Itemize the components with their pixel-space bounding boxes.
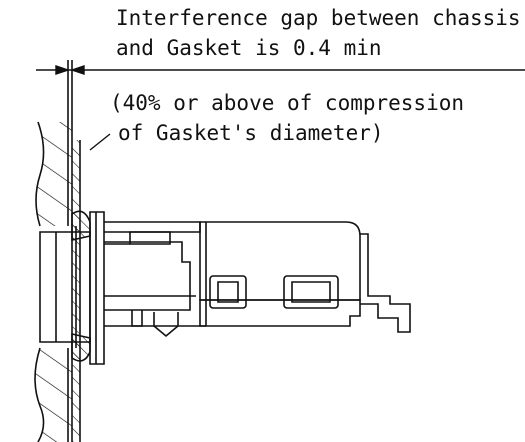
snap-foot — [154, 312, 178, 336]
window-right-inner — [292, 282, 330, 302]
gap-dimension — [36, 65, 525, 150]
compression-note-line-2: of Gasket's diameter) — [118, 121, 384, 145]
connector-windows — [210, 276, 338, 308]
compression-leader — [90, 134, 110, 150]
chassis-break-line — [35, 122, 44, 442]
dimension-arrow-left — [55, 65, 71, 75]
chassis-wall — [35, 60, 80, 442]
gap-note-line-1: Interference gap between chassis — [116, 6, 521, 30]
compression-note-line-1: (40% or above of compression — [110, 91, 465, 115]
window-left-inner — [218, 282, 238, 302]
chassis-section-lower — [35, 348, 72, 442]
front-nose — [40, 232, 90, 342]
dimension-arrow-right — [69, 65, 85, 75]
gasket — [72, 211, 90, 361]
flange — [90, 212, 104, 364]
gasket-upper — [72, 211, 90, 240]
chassis-section-upper — [36, 122, 72, 226]
latch-tab — [130, 232, 170, 244]
gap-note: Interference gap between chassis and Gas… — [116, 3, 521, 63]
compression-note: (40% or above of compression of Gasket's… — [110, 88, 464, 148]
gasket-lower — [72, 334, 90, 361]
rear-pin-block — [360, 234, 410, 332]
body-main — [200, 222, 360, 300]
connector-body — [104, 222, 410, 336]
window-right-outer — [284, 276, 338, 308]
connector-shell — [40, 212, 104, 364]
gap-note-line-2: and Gasket is 0.4 min — [116, 36, 382, 60]
window-left-outer — [210, 276, 246, 308]
